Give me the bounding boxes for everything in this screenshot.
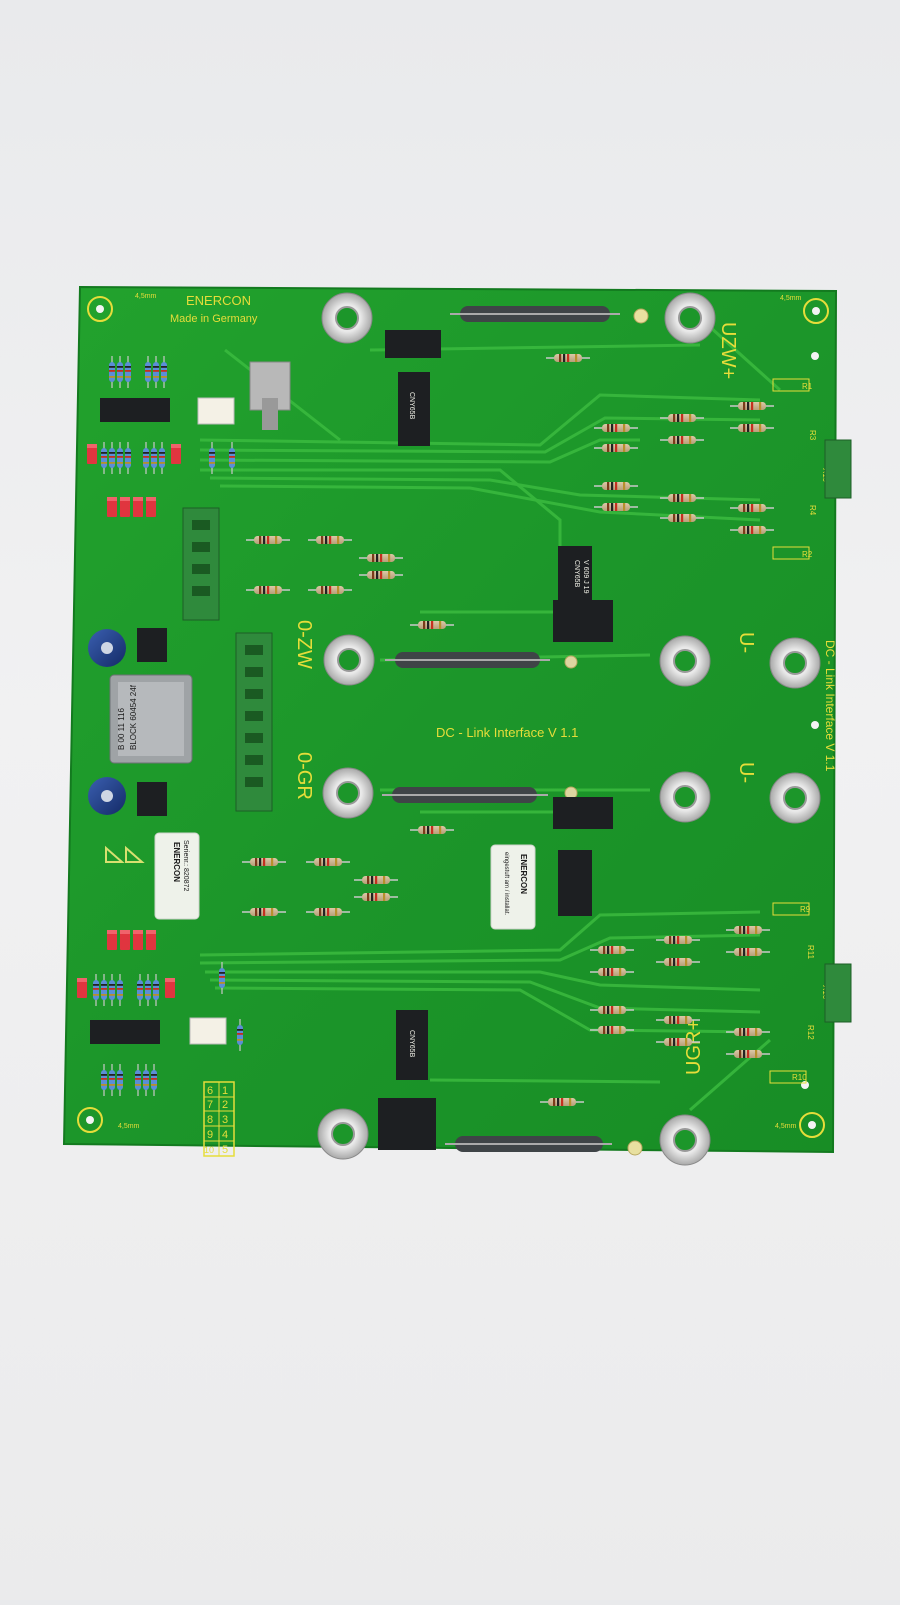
sticker-serial-brand: ENERCON [172, 842, 181, 882]
ref-r3: R3 [808, 430, 817, 441]
tp-4: 4 [222, 1129, 228, 1141]
tp-3: 3 [222, 1114, 228, 1126]
tp-5: 5 [222, 1144, 228, 1156]
sticker-install-text: eingestuft am / installat. [503, 852, 509, 915]
sticker-serial: ENERCON Serienr.: 820872 [154, 832, 200, 920]
ic-mark-mid-2: V 609 J 19 [582, 560, 589, 594]
transformer: B 00 11 116 BLOCK 60454 24f [109, 674, 193, 764]
ref-r2: R2 [802, 550, 813, 559]
ref-r12: R12 [806, 1025, 815, 1040]
power-resistors [382, 306, 620, 1152]
tp-9: 9 [207, 1129, 213, 1141]
pcb-board [64, 287, 836, 1152]
terminal-label-0zw: 0-ZW [293, 620, 315, 669]
made-in-label: Made in Germany [170, 313, 258, 325]
brand-label: ENERCON [186, 293, 251, 308]
ref-r1: R1 [802, 382, 813, 391]
tp-10: 10 [204, 1145, 214, 1155]
ref-r9: R9 [800, 905, 811, 914]
tp-1: 1 [222, 1085, 228, 1097]
ref-r4: R4 [808, 505, 817, 516]
test-point-grid: 1 2 3 4 5 6 7 8 9 10 [203, 1081, 235, 1157]
mount-label-tr: 4,5mm [780, 295, 802, 302]
terminal-label-uzw: UZW+ [717, 322, 739, 379]
sticker-install: ENERCON eingestuft am / installat. [490, 844, 536, 930]
mount-label-tl: 4,5mm [135, 293, 157, 300]
enercon-logo-icon [105, 845, 145, 863]
tp-8: 8 [207, 1114, 213, 1126]
mount-label-bl: 4,5mm [118, 1123, 140, 1130]
mount-label-br: 4,5mm [775, 1123, 797, 1130]
terminal-label-u-minus-top: U- [735, 632, 757, 653]
side-label: DC - Link Interface V 1.1 [823, 640, 837, 772]
ref-r10: R10 [792, 1073, 807, 1082]
ic-mark-bottom: CNY65B [408, 1030, 415, 1058]
ic-mark-mid: CNY65B [573, 560, 580, 588]
ic-mark-top: CNY65B [408, 392, 415, 420]
black-modules: CNY65B CNY65B V 609 J 19 CNY65B [90, 330, 613, 1150]
terminal-label-0gr: 0-GR [293, 752, 315, 800]
tp-2: 2 [222, 1099, 228, 1111]
center-label: DC - Link Interface V 1.1 [436, 725, 578, 740]
ref-r11: R11 [806, 945, 815, 960]
tp-7: 7 [207, 1099, 213, 1111]
leds [564, 308, 649, 1156]
transformer-text-2: BLOCK 60454 24f [129, 684, 138, 750]
sticker-serial-number: Serienr.: 820872 [182, 840, 189, 891]
tp-6: 6 [207, 1085, 213, 1097]
terminal-label-ugr: UGR+ [683, 1019, 705, 1075]
transformer-text-1: B 00 11 116 [117, 707, 126, 750]
sticker-install-brand: ENERCON [519, 854, 528, 894]
terminal-label-u-minus-bottom: U- [735, 762, 757, 783]
terminal-washers [317, 292, 821, 1166]
